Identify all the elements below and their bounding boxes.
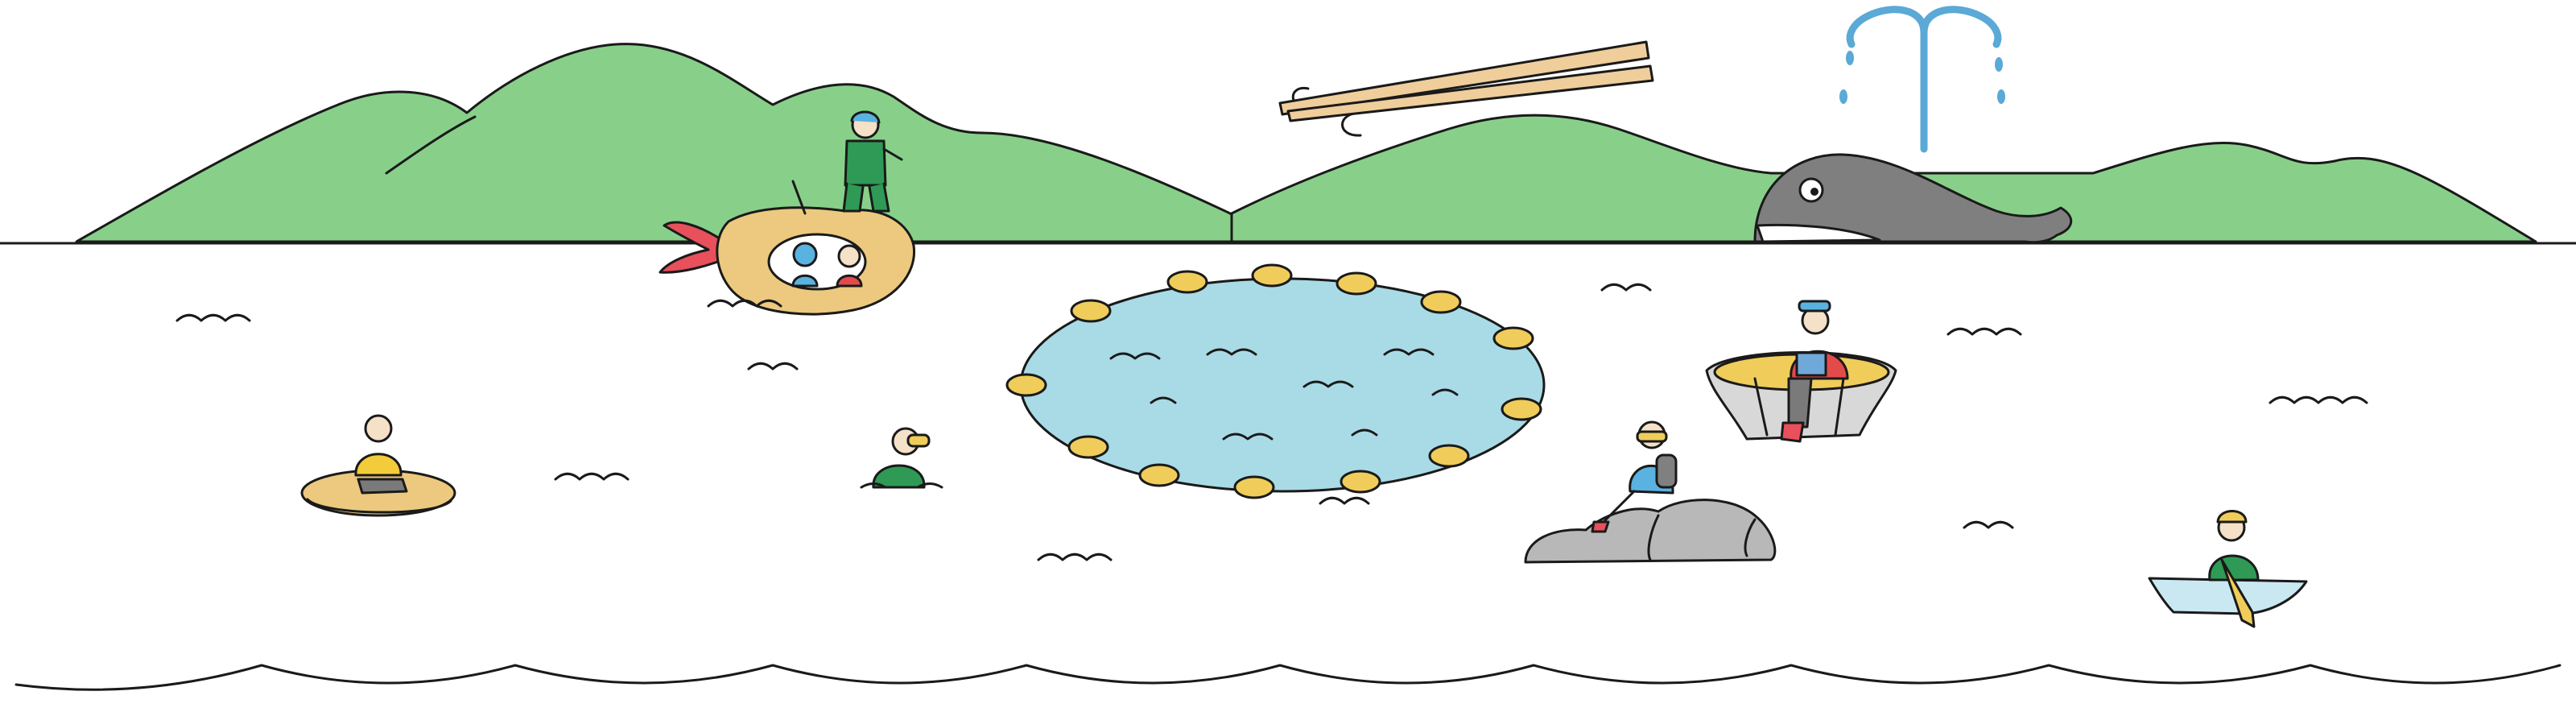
buoy [1335,271,1377,296]
buoy [1067,435,1109,459]
buoys [1005,263,1542,499]
person-rowing-boat [2208,510,2260,628]
buoy [1340,470,1381,494]
book-icon [1795,351,1827,377]
buoy [1138,463,1180,487]
buoy [1251,263,1293,288]
chopstick-bottom [1286,64,1654,122]
mountains [75,43,2537,243]
mountain-left [75,43,1290,243]
small-waves [175,283,2368,561]
tub-boat [1705,300,1897,443]
buoy [1420,290,1462,314]
rocks [1524,420,1777,564]
couple-in-tempura-ring [791,242,863,288]
rowboat [2148,510,2308,628]
wave [554,472,630,481]
person-reading-in-tub-boat [1780,300,1849,443]
buoy [1501,397,1542,421]
round-raft [300,414,456,517]
wave [1946,327,2022,336]
wave [1963,520,2014,529]
tempura-boat [658,110,916,316]
buoy-ring-pool [1005,263,1546,499]
water-spout-icon [1846,6,2002,153]
wave [1319,496,1370,505]
whale-body [1753,153,2072,244]
chopsticks [1278,40,1654,137]
spout-drops [1839,51,2005,104]
mountain-ridge-line [385,115,477,175]
wave [175,313,251,322]
shrimp-tail-icon [658,221,730,274]
buoy [1428,444,1470,468]
snorkel-swimmer [860,427,943,489]
wave [1037,553,1113,561]
wave [1600,283,1652,292]
person-pointing-on-tempura-boat [791,110,903,215]
person-sitting-on-rocks [1591,420,1678,533]
foreground-wave-line [14,664,2562,691]
wave [747,362,799,370]
pool-ripples [1109,348,1459,441]
whale-mouth [1756,223,1881,243]
buoy [1070,299,1112,323]
buoy [1166,270,1208,294]
person-on-round-raft [354,414,408,495]
chopstick-top [1278,40,1650,116]
buoy [1233,475,1275,499]
wave [707,299,782,308]
buoy [1005,373,1047,397]
whale [1753,6,2072,244]
buoy [1492,326,1534,350]
wave [2268,395,2368,404]
oar-icon [2220,558,2256,628]
